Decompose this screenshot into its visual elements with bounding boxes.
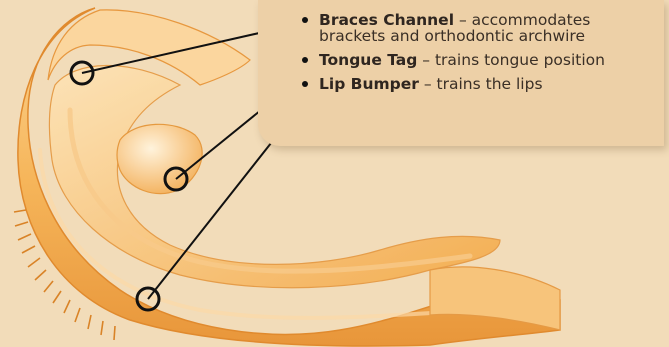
callout-description: trains the lips bbox=[437, 75, 543, 93]
tongue-tag bbox=[117, 124, 202, 193]
callout-title: Lip Bumper bbox=[319, 75, 419, 93]
callout-item-braces-channel: Braces Channel – accommodates brackets a… bbox=[319, 12, 659, 44]
callout-separator: – bbox=[417, 51, 435, 69]
bullet-dot bbox=[302, 81, 308, 87]
bullet-dot bbox=[302, 57, 308, 63]
callout-separator: – bbox=[419, 75, 437, 93]
callout-description: trains tongue position bbox=[435, 51, 605, 69]
callout-item-tongue-tag: Tongue Tag – trains tongue position bbox=[319, 52, 659, 68]
bullet-dot bbox=[302, 17, 308, 23]
callout-list: Braces Channel – accommodates brackets a… bbox=[319, 12, 659, 100]
callout-item-lip-bumper: Lip Bumper – trains the lips bbox=[319, 76, 659, 92]
callout-title: Tongue Tag bbox=[319, 51, 417, 69]
